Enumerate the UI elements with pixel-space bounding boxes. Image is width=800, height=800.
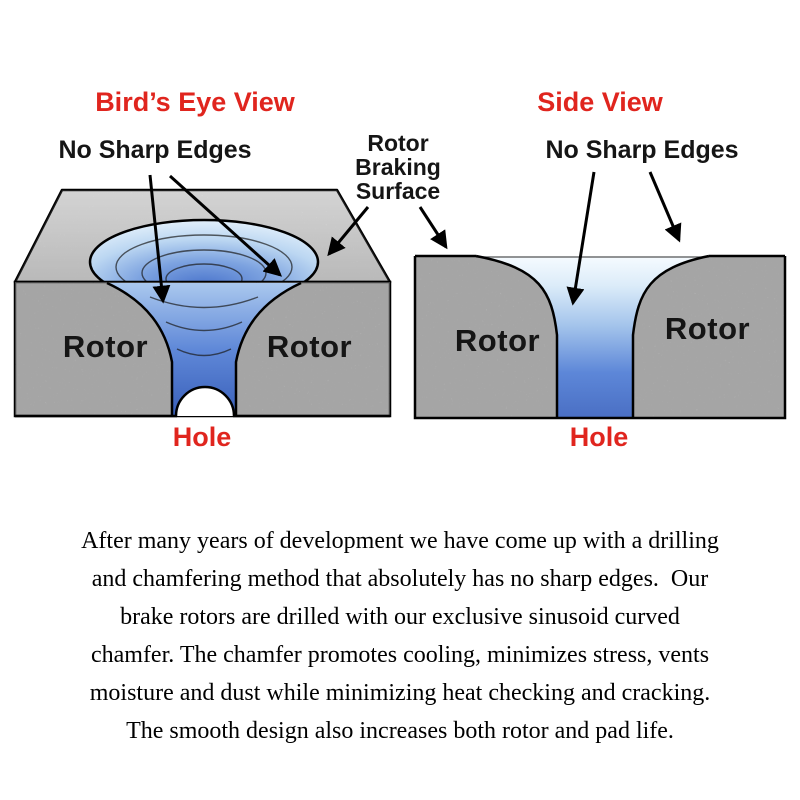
rotor-label-birdseye-left: Rotor <box>62 329 149 364</box>
channel-right-edge <box>234 281 302 416</box>
birds-eye-diagram <box>13 188 392 418</box>
side-body-border <box>413 256 787 420</box>
rotor-label-side-left: Rotor <box>454 323 541 358</box>
side-view-title: Side View <box>537 87 663 117</box>
rotor-braking-surface-label: Rotor Braking Surface <box>338 131 458 203</box>
pointer-arrows <box>148 171 682 306</box>
channel-contour <box>165 321 243 332</box>
rotor-braking-surface-line: Braking <box>355 154 441 180</box>
rotor-label-side-right: Rotor <box>664 311 751 346</box>
description-paragraph: After many years of development we have … <box>10 522 790 750</box>
diagram-canvas <box>13 171 787 420</box>
birds-eye-title: Bird’s Eye View <box>95 87 295 117</box>
side-channel-right-edge <box>631 254 710 418</box>
side-channel-left-edge <box>475 254 559 418</box>
channel-left-edge <box>106 281 174 416</box>
arrow-no-sharp-left-2 <box>168 174 283 277</box>
hole-label-birdseye: Hole <box>172 422 232 452</box>
arrow-braking-surface-left <box>327 206 370 257</box>
arrow-braking-surface-right <box>418 206 448 250</box>
side-view-diagram <box>413 254 787 420</box>
paragraph-line: chamfer. The chamfer promotes cooling, m… <box>90 642 710 668</box>
no-sharp-edges-label-left: No Sharp Edges <box>58 136 252 164</box>
paragraph-line: The smooth design also increases both ro… <box>126 718 674 744</box>
rotor-braking-surface-line: Surface <box>355 178 441 204</box>
channel-contour <box>176 348 232 357</box>
side-hole-channel <box>476 256 709 418</box>
drill-channel <box>107 283 301 416</box>
hole-label-side: Hole <box>569 422 629 452</box>
paragraph-line: and chamfering method that absolutely ha… <box>91 566 709 592</box>
paragraph-line: moisture and dust while minimizing heat … <box>89 680 711 706</box>
paragraph-line: After many years of development we have … <box>81 528 719 554</box>
rotor-braking-surface-line: Rotor <box>367 130 429 156</box>
no-sharp-edges-label-right: No Sharp Edges <box>545 136 739 164</box>
arrow-no-sharp-left-1 <box>148 174 171 304</box>
arrow-no-sharp-right-2 <box>648 171 682 243</box>
arrow-no-sharp-right-1 <box>566 171 596 306</box>
rotor-label-birdseye-right: Rotor <box>266 329 353 364</box>
hole-notch <box>174 385 236 417</box>
paragraph-line: brake rotors are drilled with our exclus… <box>120 604 680 630</box>
